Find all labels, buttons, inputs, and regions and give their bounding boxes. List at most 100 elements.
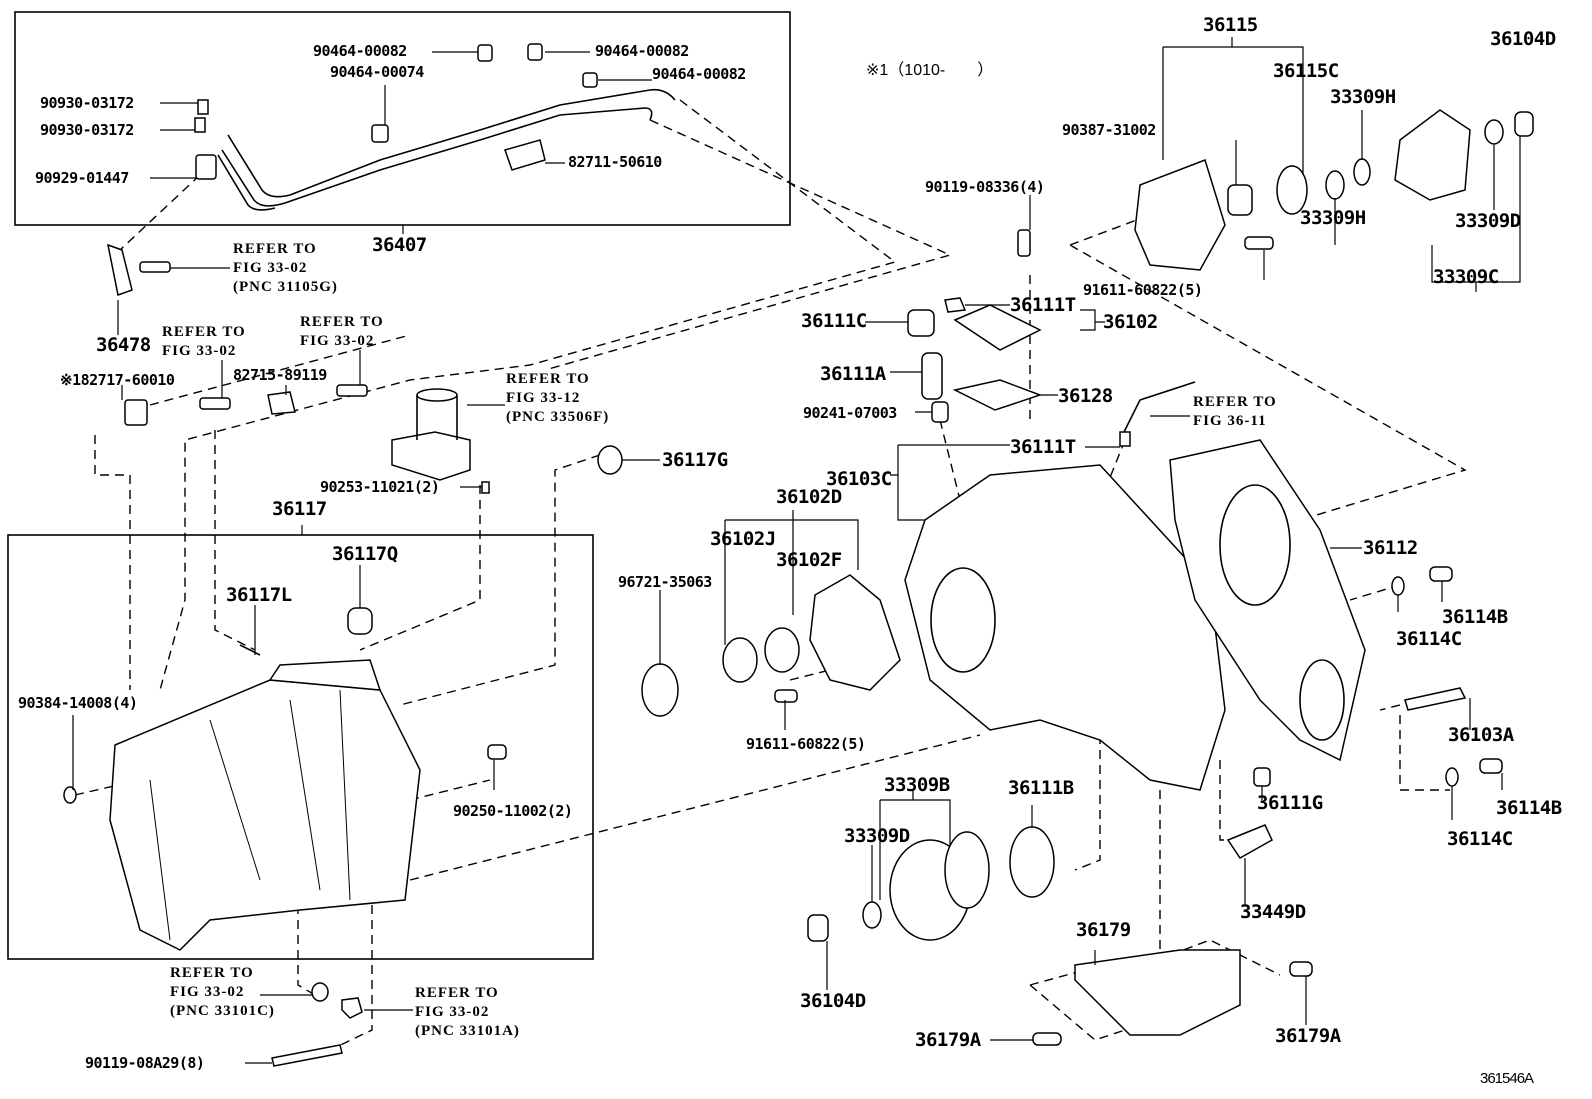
part-label-90119-08336: 90119-08336(4): [925, 178, 1045, 196]
bolt-36114B-b: [1479, 758, 1503, 774]
part-label-90929-01447: 90929-01447: [35, 169, 129, 187]
part-label-36102J: 36102J: [710, 528, 776, 550]
part-label-36114B: 36114B: [1442, 606, 1508, 628]
part-label-36111T: 36111T: [1010, 436, 1076, 458]
part-label-36111T: 36111T: [1010, 294, 1076, 316]
part-label-36115C: 36115C: [1273, 60, 1339, 82]
figure-code: 361546A: [1480, 1070, 1534, 1087]
breather-tube: [1119, 381, 1196, 441]
part-label-90119-08A29: 90119-08A29(8): [85, 1054, 205, 1072]
flange-33309C: [1394, 109, 1471, 201]
part-label-36102F: 36102F: [776, 549, 842, 571]
part-label-90387-31002: 90387-31002: [1062, 121, 1156, 139]
part-label-91611-60822: 91611-60822(5): [1083, 281, 1203, 299]
part-label-90253-11021: 90253-11021(2): [320, 478, 440, 496]
part-label-36111A: 36111A: [820, 363, 886, 385]
retainer-33506F: [391, 431, 471, 481]
part-label-36117G: 36117G: [662, 449, 728, 471]
leader-lines: [72, 51, 1503, 1064]
bracket-36478: [107, 243, 133, 296]
part-label-90464-00082: 90464-00082: [652, 65, 746, 83]
part-label-33309H: 33309H: [1330, 86, 1396, 108]
part-label-182717-60010: ※182717-60010: [60, 371, 175, 389]
bolt-fig33-02-a: [199, 397, 231, 410]
tube-assembly-36407: [217, 88, 676, 211]
group-label-33309B: 33309B: [884, 774, 950, 796]
bolt-36103A: [1404, 687, 1467, 711]
pin-36111T-mid: [1119, 431, 1131, 447]
part-label-36111B: 36111B: [1008, 777, 1074, 799]
part-label-90930-03172: 90930-03172: [40, 121, 134, 139]
seal-36102J: [722, 637, 758, 683]
part-label-36114C: 36114C: [1447, 828, 1513, 850]
bolt-90119-08A29: [271, 1044, 343, 1067]
clip-90464-00082-c: [582, 72, 598, 88]
reference-note-fig-36-11: REFER TO FIG 36-11: [1193, 394, 1277, 429]
gasket-33101C: [311, 982, 329, 1002]
group-box-36117: [7, 534, 594, 960]
bolt-90119-08336: [1017, 229, 1031, 257]
clip-90464-00074: [371, 124, 389, 143]
part-label-36112: 36112: [1363, 537, 1418, 559]
bolt-31105G: [139, 261, 171, 273]
plug-36117G: [597, 445, 623, 475]
part-label-96721-35063: 96721-35063: [618, 573, 712, 591]
part-label-33309D: 33309D: [1455, 210, 1521, 232]
reference-note-fig-33-02: REFER TO FIG 33-02: [162, 324, 246, 359]
extension-housing-36117: [109, 679, 421, 951]
part-label-36179A: 36179A: [915, 1029, 981, 1051]
plug-33101A: [341, 997, 363, 1019]
union-90930-03172-b: [194, 117, 206, 133]
part-label-36111C: 36111C: [801, 310, 867, 332]
part-label-33309D: 33309D: [844, 825, 910, 847]
clip-90464-00082-b: [527, 43, 543, 61]
bolt-36179A-right: [1289, 961, 1313, 977]
part-label-90930-03172: 90930-03172: [40, 94, 134, 112]
sleeve-90387-31002: [1227, 184, 1253, 216]
bolt-91611-60822-top: [1244, 236, 1274, 250]
applicability-note: ※1（1010- ）: [866, 62, 994, 79]
bracket-36179: [1074, 949, 1241, 1036]
bracket-33449D: [1226, 824, 1273, 859]
washer-33309D-top: [1484, 119, 1504, 145]
pin-36111G: [1253, 767, 1271, 787]
plug-90241-07003: [931, 401, 949, 423]
bushing-36117Q: [347, 607, 373, 635]
part-label-36117L: 36117L: [226, 584, 292, 606]
washer-33309D-bot: [862, 901, 882, 929]
group-label-36179: 36179: [1076, 919, 1131, 941]
washer-36114C-a: [1391, 576, 1405, 596]
part-label-91611-60822: 91611-60822(5): [746, 735, 866, 753]
union-90930-03172-a: [197, 99, 209, 115]
bolt-36114B-a: [1429, 566, 1453, 582]
part-label-82711-50610: 82711-50610: [568, 153, 662, 171]
part-label-36478: 36478: [96, 334, 151, 356]
part-shapes: [63, 43, 1534, 1067]
part-label-36114C: 36114C: [1396, 628, 1462, 650]
pin-90250-11002: [487, 744, 507, 760]
reference-note-31105G: REFER TO FIG 33-02 (PNC 31105G): [233, 241, 338, 295]
bracket-82715-89119: [267, 391, 296, 415]
bearing-36115C: [1276, 165, 1308, 215]
group-brackets: [301, 37, 1521, 900]
housing-36103C: [904, 464, 1226, 791]
part-label-36117Q: 36117Q: [332, 543, 398, 565]
retainer-36102D: [809, 574, 901, 691]
part-label-36103A: 36103A: [1448, 724, 1514, 746]
nut-36104D-top: [1514, 111, 1534, 137]
group-label-36115: 36115: [1203, 14, 1258, 36]
nut-36104D-bot: [807, 914, 829, 942]
cover-36102: [953, 304, 1042, 351]
part-label-90464-00082: 90464-00082: [313, 42, 407, 60]
group-label-36407: 36407: [372, 234, 427, 256]
spring-36111A: [921, 352, 943, 400]
part-label-90464-00082: 90464-00082: [595, 42, 689, 60]
pin-36111T-top: [944, 297, 967, 313]
plug-90384-14008: [63, 786, 77, 804]
seal-96721-35063: [641, 663, 679, 717]
bolt-36179A-left: [1032, 1032, 1062, 1046]
gasket-36128: [952, 379, 1043, 411]
bearing-36102F: [764, 627, 800, 673]
bolt-91611-60822-mid: [774, 689, 798, 703]
